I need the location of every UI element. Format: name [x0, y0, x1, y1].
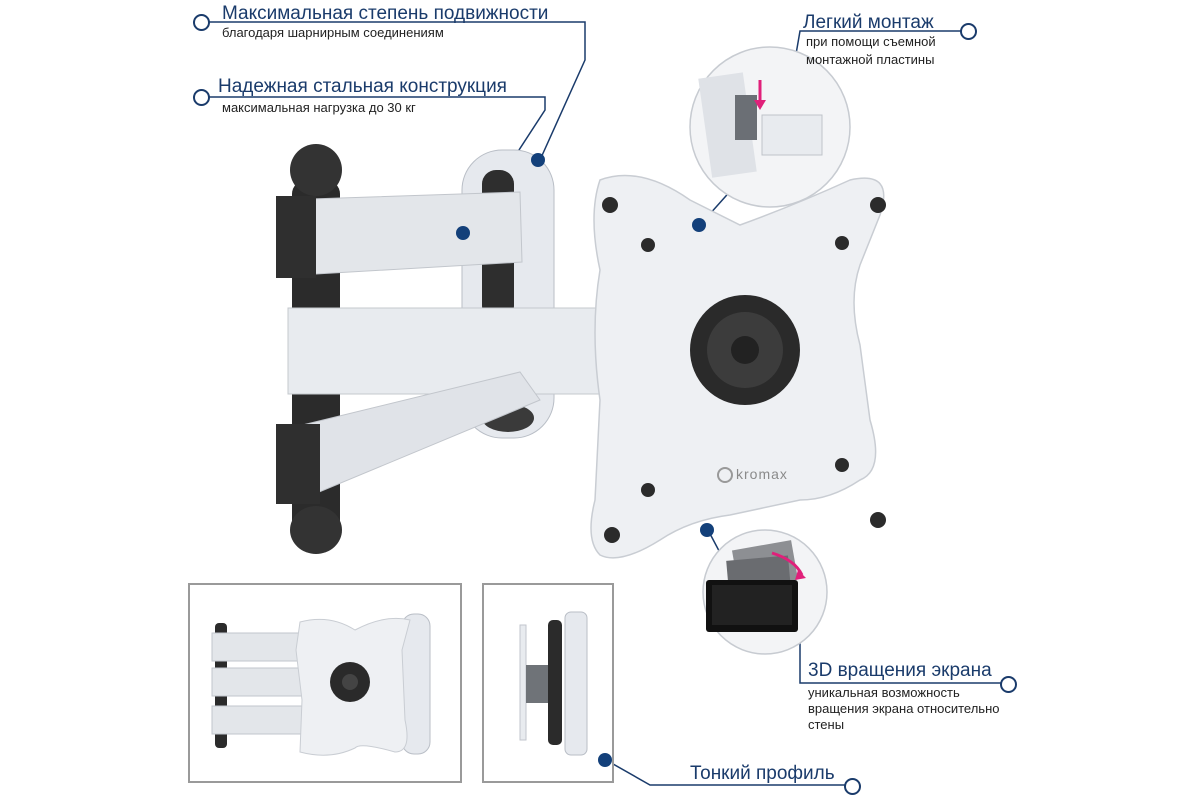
- anchor-dot-profile: [598, 753, 612, 767]
- callout-subtitle-mounting-2: монтажной пластины: [806, 52, 935, 67]
- callout-subtitle-rotation-3: стены: [808, 717, 845, 732]
- brand-logo: kromax: [736, 466, 788, 482]
- callout-ring-rotation: [1000, 676, 1017, 693]
- callout-title-rotation: 3D вращения экрана: [808, 660, 992, 681]
- callout-ring-profile: [844, 778, 861, 795]
- callout-ring-mounting: [960, 23, 977, 40]
- callout-title-profile: Тонкий профиль: [690, 763, 835, 784]
- anchor-dot-mounting: [692, 218, 706, 232]
- callout-ring-steel: [193, 89, 210, 106]
- callout-subtitle-mounting-1: при помощи съемной: [806, 34, 936, 49]
- callout-title-mounting: Легкий монтаж: [803, 12, 934, 33]
- callout-subtitle-steel: максимальная нагрузка до 30 кг: [222, 100, 416, 115]
- anchor-dot-mobility: [531, 153, 545, 167]
- callout-title-mobility: Максимальная степень подвижности: [222, 3, 549, 24]
- anchor-dot-steel: [456, 226, 470, 240]
- anchor-dot-rotation: [700, 523, 714, 537]
- callout-ring-mobility: [193, 14, 210, 31]
- callout-title-steel: Надежная стальная конструкция: [218, 76, 507, 97]
- callout-subtitle-rotation-1: уникальная возможность: [808, 685, 960, 700]
- callout-subtitle-mobility: благодаря шарнирным соединениям: [222, 25, 444, 40]
- callout-subtitle-rotation-2: вращения экрана относительно: [808, 701, 1000, 716]
